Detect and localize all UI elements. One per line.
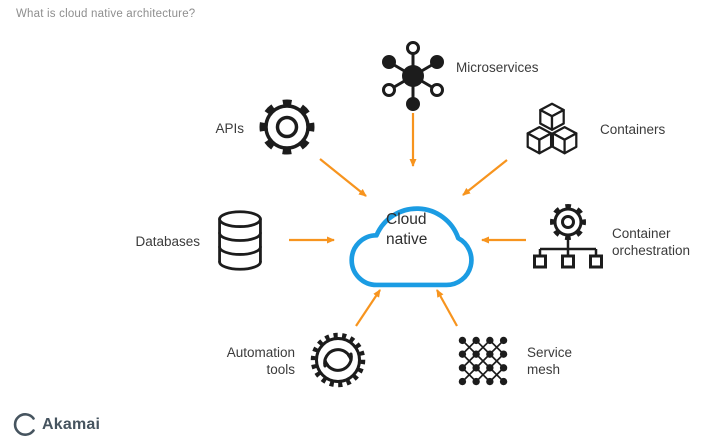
- service-mesh-icon: [458, 336, 508, 386]
- arrow-containers-to-cloud: [462, 159, 508, 196]
- label-service-mesh: Service mesh: [527, 345, 573, 378]
- page-title: What is cloud native architecture?: [16, 8, 196, 20]
- akamai-logo-text: Akamai: [42, 415, 101, 433]
- container-orchestration-icon: [533, 204, 603, 269]
- label-apis: APIs: [215, 121, 244, 136]
- automation-tools-icon: [310, 332, 366, 388]
- label-automation-tools: Automation tools: [226, 345, 295, 378]
- arrow-apis-to-cloud: [319, 158, 367, 197]
- label-microservices: Microservices: [456, 60, 539, 75]
- arrow-automation-to-cloud: [355, 289, 381, 327]
- cloud-icon: [349, 206, 474, 288]
- label-container-orchestration: Container orchestration: [612, 226, 691, 259]
- containers-cubes-icon: [526, 102, 578, 155]
- cloud-native-label: Cloud native: [386, 211, 428, 249]
- label-databases: Databases: [135, 234, 200, 249]
- label-containers: Containers: [600, 122, 666, 137]
- arrow-servicemesh-to-cloud: [436, 289, 458, 327]
- akamai-logo-mark: [13, 413, 35, 436]
- database-icon: [218, 210, 262, 271]
- cloud-native-node: [340, 168, 486, 293]
- apis-gear-icon: [259, 99, 315, 155]
- microservices-icon: [382, 41, 444, 111]
- akamai-logo: Akamai: [12, 411, 100, 438]
